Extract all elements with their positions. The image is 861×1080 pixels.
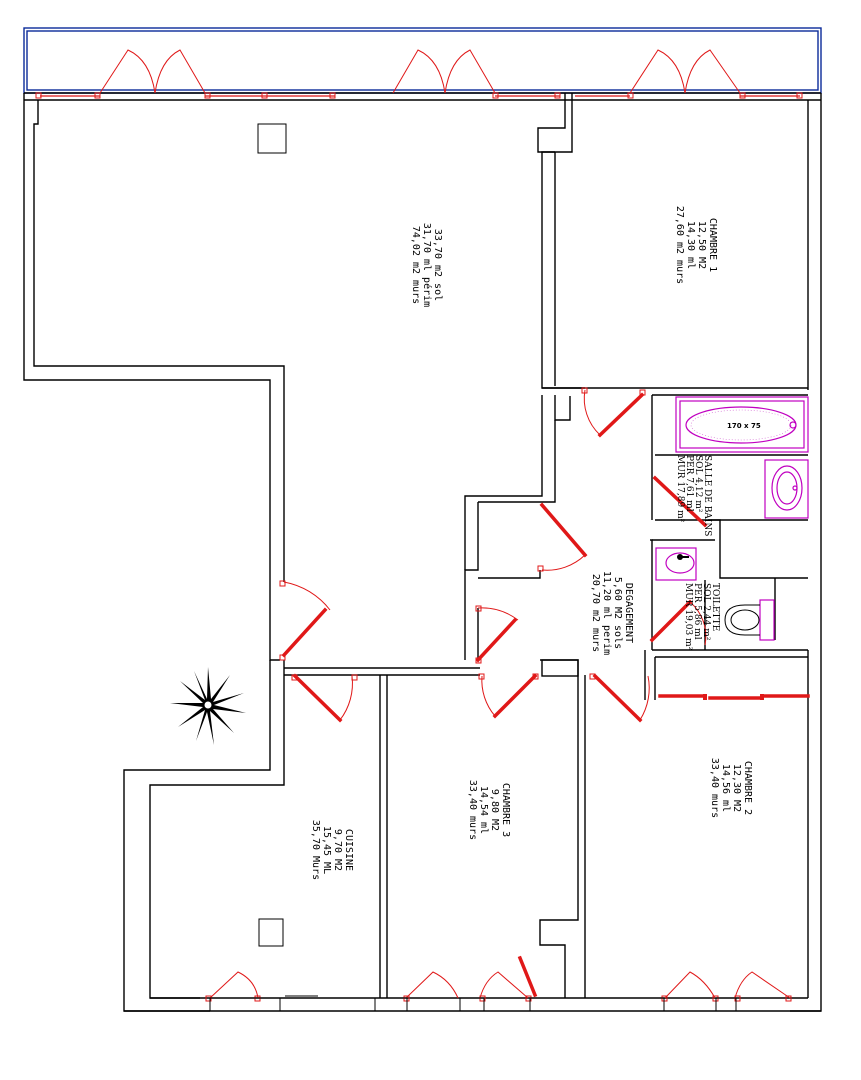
chambre2-walls: 33,40 murs — [709, 758, 720, 818]
chambre2-title: CHAMBRE 2 — [742, 761, 753, 815]
bathtub: 170 x 75 — [675, 396, 809, 453]
sdb-walls: MUR 17,89 m² — [675, 455, 685, 523]
chambre2-perimeter: 14,56 ml — [720, 764, 731, 812]
interior-walls — [284, 93, 808, 998]
sdb-title: SALLE DE BAINS — [702, 455, 712, 536]
chambre1-area: 12,50 M2 — [696, 221, 707, 269]
toilette-walls: MUR 19,03 m² — [683, 583, 693, 651]
cuisine-perimeter: 15,45 ML — [321, 826, 332, 874]
sejour-area: 33,70 m2 sol — [432, 229, 443, 301]
balcony — [23, 27, 822, 94]
label-degagement: DEGAGEMENT 5,60 M2 sols 11,20 ml perim 2… — [590, 571, 634, 655]
chambre1-walls: 27,60 m2 murs — [674, 206, 685, 284]
chambre3-perimeter: 14,54 ml — [478, 786, 489, 834]
label-chambre2: CHAMBRE 2 12,30 M2 14,56 ml 33,40 murs — [709, 758, 753, 818]
degagement-title: DEGAGEMENT — [623, 583, 634, 643]
toilette-perimeter: PER 5,86 ml — [692, 583, 702, 640]
doors — [279, 387, 810, 998]
chambre3-title: CHAMBRE 3 — [500, 783, 511, 837]
wc — [724, 599, 775, 641]
degagement-walls: 20,70 m2 murs — [590, 574, 601, 652]
chambre1-perimeter: 14,30 ml — [685, 221, 696, 269]
chambre3-area: 9,80 M2 — [489, 789, 500, 831]
sejour-walls: 74,02 m2 murs — [410, 226, 421, 304]
bottom-windows — [205, 971, 792, 1012]
bath-size-label: 170 x 75 — [727, 422, 761, 430]
chambre2-area: 12,30 M2 — [731, 764, 742, 812]
toilet-sink — [655, 547, 697, 581]
cuisine-title: CUISINE — [343, 829, 354, 871]
top-windows — [35, 49, 803, 99]
label-chambre1: CHAMBRE 1 12,50 M2 14,30 ml 27,60 m2 mur… — [674, 206, 718, 284]
shaft-living — [257, 123, 287, 154]
degagement-area: 5,60 M2 sols — [612, 577, 623, 649]
chambre3-walls: 33,40 murs — [467, 780, 478, 840]
sejour-perimeter: 31,70 ml périm — [421, 223, 433, 307]
sdb-perimeter: PER 7,61 ml — [684, 455, 694, 512]
label-sejour: 33,70 m2 sol 31,70 ml périm 74,02 m2 mur… — [410, 223, 443, 307]
sdb-area: SOL 4,12 m² — [693, 455, 703, 513]
label-toilette: TOILETTE SOL 2,44 m² PER 5,86 ml MUR 19,… — [683, 583, 720, 651]
shaft-kitchen — [258, 918, 284, 947]
toilette-area: SOL 2,44 m² — [701, 583, 711, 641]
label-salle-de-bains: SALLE DE BAINS SOL 4,12 m² PER 7,61 ml M… — [675, 455, 712, 536]
label-cuisine: CUISINE 9,70 M2 15,45 ML 35,70 Murs — [310, 820, 354, 880]
toilette-title: TOILETTE — [710, 583, 720, 631]
compass-star-icon — [170, 667, 246, 745]
chambre1-title: CHAMBRE 1 — [707, 218, 718, 272]
cuisine-area: 9,70 M2 — [332, 829, 343, 871]
degagement-perimeter: 11,20 ml perim — [601, 571, 612, 655]
label-chambre3: CHAMBRE 3 9,80 M2 14,54 ml 33,40 murs — [467, 780, 511, 840]
washbasin — [764, 459, 809, 519]
cuisine-walls: 35,70 Murs — [310, 820, 321, 880]
